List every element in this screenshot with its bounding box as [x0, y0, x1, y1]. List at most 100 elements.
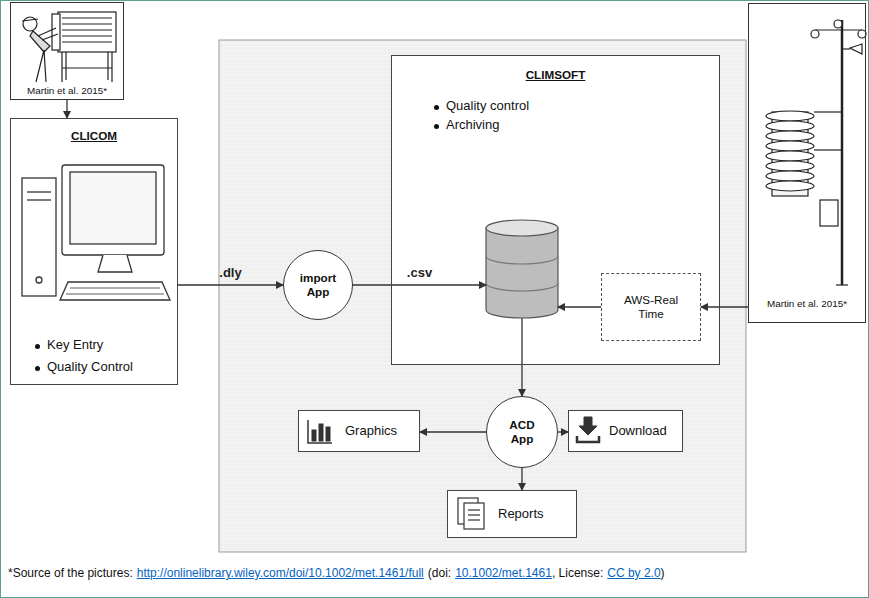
- flow-arrow: [558, 306, 601, 307]
- observer-illustration-part: [61, 52, 62, 82]
- database-cylinder-part: [486, 220, 558, 236]
- weather-station-illustration-part: [815, 29, 862, 30]
- flow-arrow: [420, 431, 486, 432]
- box-heading: CLICOM: [11, 129, 177, 143]
- bullet-item: Quality Control: [33, 359, 133, 375]
- realtime-box: AWS-Real Time: [601, 273, 701, 341]
- output-box: Download: [568, 410, 683, 452]
- weather-station-illustration-part: [766, 171, 814, 181]
- reports-icon-part: [468, 509, 480, 510]
- graphics-icon-part: [326, 427, 330, 441]
- node-label: ACD App: [487, 418, 557, 446]
- computer-drawing-part: [62, 165, 164, 255]
- computer-drawing-part: [70, 172, 156, 244]
- computer-drawing-part: [66, 294, 164, 295]
- weather-station-illustration-part: [766, 131, 814, 141]
- footnote-text: ): [661, 566, 665, 580]
- bullet-item: Archiving: [432, 117, 499, 133]
- reports-icon-part: [468, 514, 480, 515]
- white-fills: [283, 55, 720, 538]
- app-circle: ACD App: [486, 396, 558, 468]
- observer-illustration-part: [30, 31, 50, 52]
- graphics-icon-part: [312, 430, 316, 441]
- footnote-text: , License:: [552, 566, 603, 580]
- output-box: Reports: [447, 490, 577, 538]
- footnote: *Source of the pictures: http://onlinelib…: [8, 566, 665, 580]
- computer-drawing-part: [98, 255, 132, 272]
- node-label: AWS-Real Time: [602, 293, 700, 321]
- weather-station-illustration-part: [836, 284, 848, 285]
- reports-icon-part: [468, 519, 480, 520]
- white-fills-part: [447, 490, 577, 538]
- observer-illustration-part: [111, 52, 112, 82]
- computer-drawing-part: [36, 277, 42, 283]
- observer-illustration-part: [23, 17, 37, 31]
- observer-illustration-part: [58, 12, 116, 52]
- observer-illustration-part: [62, 29, 112, 30]
- weather-station-illustration-part: [766, 151, 814, 161]
- observer-illustration-part: [62, 67, 112, 68]
- picture-frame: Martin et al. 2015*: [748, 3, 866, 323]
- box-heading: CLIMSOFT: [392, 68, 719, 82]
- node-label: Download: [609, 423, 667, 439]
- file-format-label: .dly: [219, 265, 241, 280]
- white-fills-part: [486, 396, 558, 468]
- flow-arrow: [353, 284, 486, 285]
- footnote-text: *Source of the pictures:: [8, 566, 133, 580]
- white-fills-part: [298, 410, 420, 452]
- observer-illustration-part: [62, 41, 112, 42]
- weather-station-illustration-part: [858, 30, 866, 38]
- white-fills-part: [600, 272, 700, 340]
- white-fills-part: [283, 250, 353, 320]
- reports-icon-part: [464, 503, 484, 529]
- database-cylinder-part: [486, 228, 558, 318]
- app-circle: import App: [283, 250, 353, 320]
- bullet-item: Quality control: [432, 98, 529, 114]
- database-cylinder-part: [486, 220, 558, 318]
- computer-drawing-part: [27, 191, 51, 192]
- download-icon: [577, 417, 599, 442]
- database-cylinder-part: [486, 256, 558, 291]
- weather-station-illustration-part: [766, 121, 814, 131]
- flow-arrow: [558, 431, 568, 432]
- observer-illustration-part: [52, 14, 60, 50]
- output-box: Graphics: [298, 410, 420, 452]
- node-label: Martin et al. 2015*: [11, 85, 123, 97]
- weather-station-illustration-part: [814, 149, 842, 150]
- reports-icon: [458, 498, 484, 529]
- computer-drawing: [22, 165, 170, 300]
- observer-illustration-part: [38, 28, 58, 40]
- computer-drawing-part: [22, 178, 56, 296]
- weather-station-illustration-part: [820, 200, 838, 226]
- file-format-label: .csv: [407, 265, 432, 280]
- observer-illustration-part: [62, 35, 112, 36]
- observer-illustration: [22, 12, 116, 82]
- computer-drawing-part: [70, 288, 160, 289]
- observer-illustration-part: [62, 17, 112, 18]
- link-text: 10.1002/met.1461: [455, 566, 552, 580]
- weather-station-illustration-part: [766, 111, 814, 121]
- weather-station-illustration-part: [766, 181, 814, 191]
- download-icon-part: [579, 417, 597, 435]
- graphics-icon: [308, 420, 332, 443]
- node-label: Reports: [498, 506, 544, 522]
- flow-arrow: [521, 468, 522, 490]
- weather-station-illustration-part: [850, 44, 862, 54]
- system-box: CLIMSOFT Quality controlArchivingAWS-Real…: [391, 55, 720, 365]
- weather-station-illustration-part: [766, 161, 814, 171]
- weather-station-illustration-part: [766, 141, 814, 151]
- download-icon-part: [577, 436, 599, 442]
- weather-station-illustration-part: [834, 20, 842, 28]
- system-panel: [219, 40, 746, 552]
- link-text: http://onlinelibrary.wiley.com/doi/10.10…: [137, 566, 424, 580]
- flow-arrow: [66, 100, 67, 118]
- flow-arrow: [178, 284, 283, 285]
- footnote-text: (doi:: [428, 566, 451, 580]
- system-box: CLICOMKey EntryQuality Control: [10, 118, 178, 385]
- observer-illustration-part: [62, 23, 112, 24]
- observer-illustration-part: [65, 52, 66, 80]
- flow-arrow: [521, 318, 522, 396]
